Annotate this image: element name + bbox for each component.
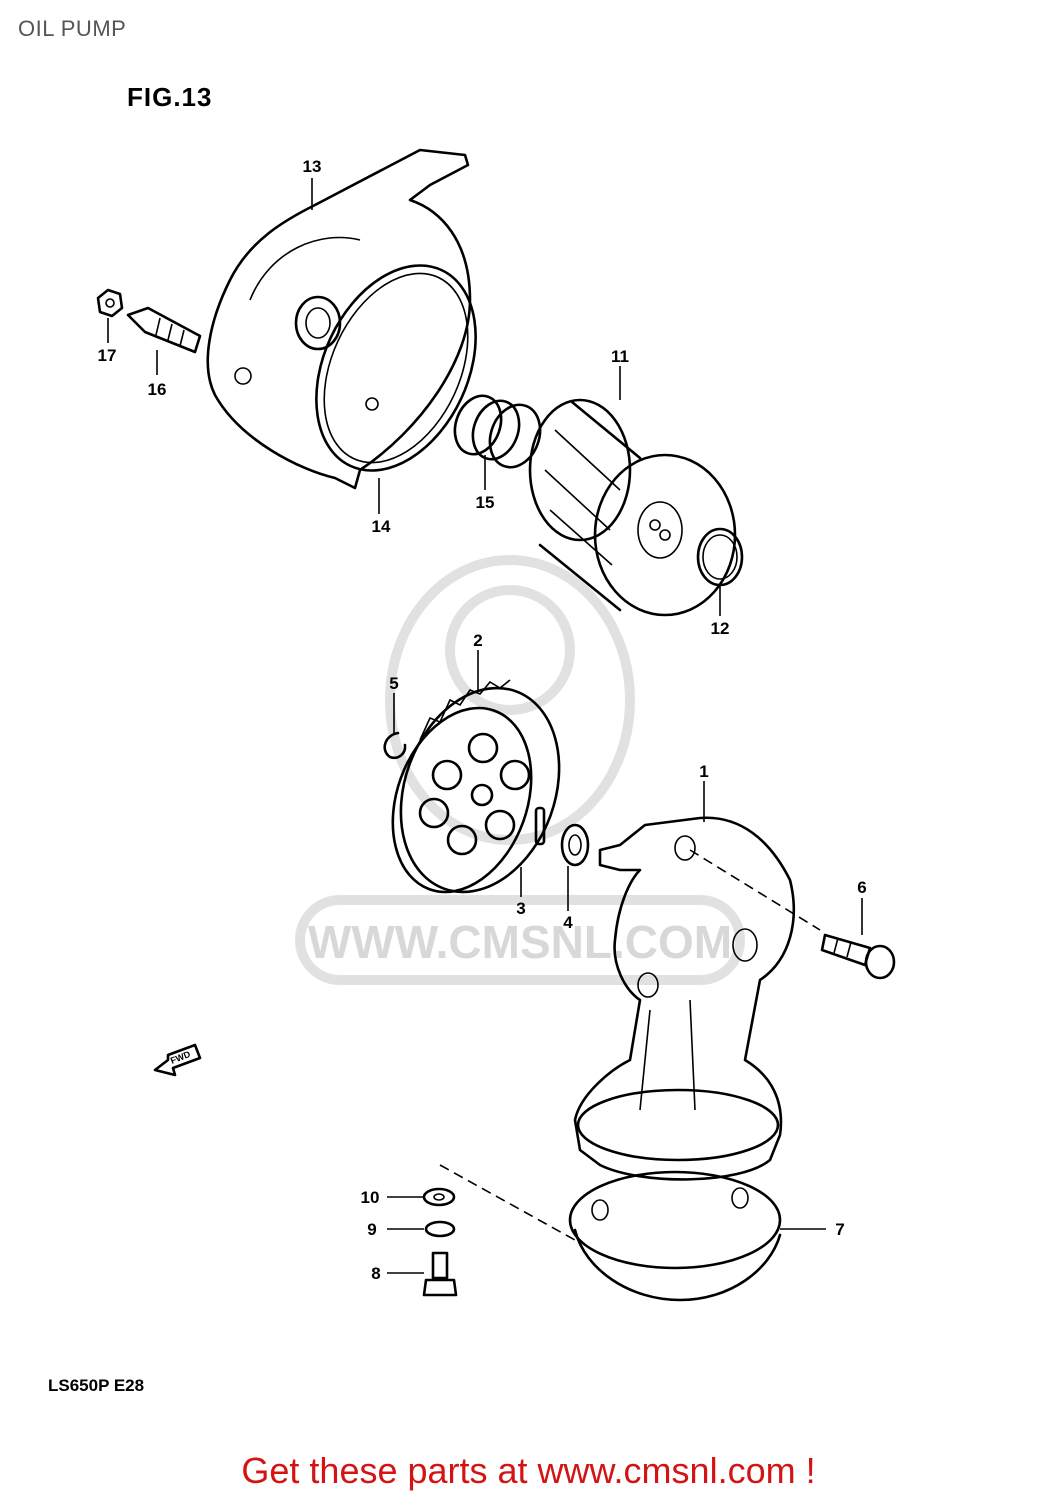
callout-14: 14 — [372, 517, 391, 536]
callout-17: 17 — [98, 346, 117, 365]
cta-link[interactable]: Get these parts at www.cmsnl.com ! — [241, 1450, 816, 1491]
part-6-bolt[interactable] — [820, 933, 896, 980]
callout-4: 4 — [563, 913, 573, 932]
part-8-bolt[interactable] — [422, 1251, 458, 1297]
part-1-oil-pump[interactable] — [573, 816, 796, 1181]
part-10-washer[interactable] — [422, 1187, 456, 1207]
reference-lines — [439, 849, 821, 1241]
part-17-nut[interactable] — [96, 288, 124, 318]
part-4-washer[interactable] — [560, 823, 590, 867]
callout-6: 6 — [857, 878, 866, 897]
part-16-bolt[interactable] — [126, 306, 202, 354]
callout-3: 3 — [516, 899, 525, 918]
part-13-cover[interactable] — [206, 148, 472, 490]
part-11-oil-filter[interactable] — [528, 398, 737, 617]
part-14-o-ring[interactable] — [285, 240, 507, 497]
part-9-washer[interactable] — [424, 1220, 456, 1238]
page-title: OIL PUMP — [18, 16, 127, 41]
part-5-circlip[interactable] — [383, 731, 407, 760]
callout-numbers: 13 11 17 16 14 15 12 2 5 1 3 4 6 10 9 8 … — [98, 157, 867, 1283]
callout-10: 10 — [361, 1188, 380, 1207]
model-code: LS650P E28 — [48, 1376, 145, 1395]
callout-11: 11 — [611, 347, 629, 366]
part-3-pin[interactable] — [534, 806, 546, 846]
callout-9: 9 — [367, 1220, 376, 1239]
callout-5: 5 — [389, 674, 398, 693]
callout-7: 7 — [835, 1220, 844, 1239]
callout-16: 16 — [148, 380, 167, 399]
part-15-spring[interactable] — [447, 389, 548, 474]
callout-13: 13 — [303, 157, 322, 176]
figure-label: FIG.13 — [127, 82, 213, 112]
callout-2: 2 — [473, 631, 482, 650]
part-2-gear[interactable] — [368, 666, 586, 915]
callout-12: 12 — [711, 619, 730, 638]
fwd-arrow-icon: FWD — [153, 1043, 202, 1077]
watermark: WWW.CMSNL.COM — [295, 555, 745, 985]
watermark-text: WWW.CMSNL.COM — [308, 916, 732, 968]
callout-1: 1 — [699, 762, 708, 781]
callout-leaders — [107, 178, 863, 1274]
part-7-strainer[interactable] — [568, 1170, 782, 1302]
callout-8: 8 — [371, 1264, 380, 1283]
part-12-o-ring[interactable] — [696, 527, 744, 587]
callout-15: 15 — [476, 493, 495, 512]
